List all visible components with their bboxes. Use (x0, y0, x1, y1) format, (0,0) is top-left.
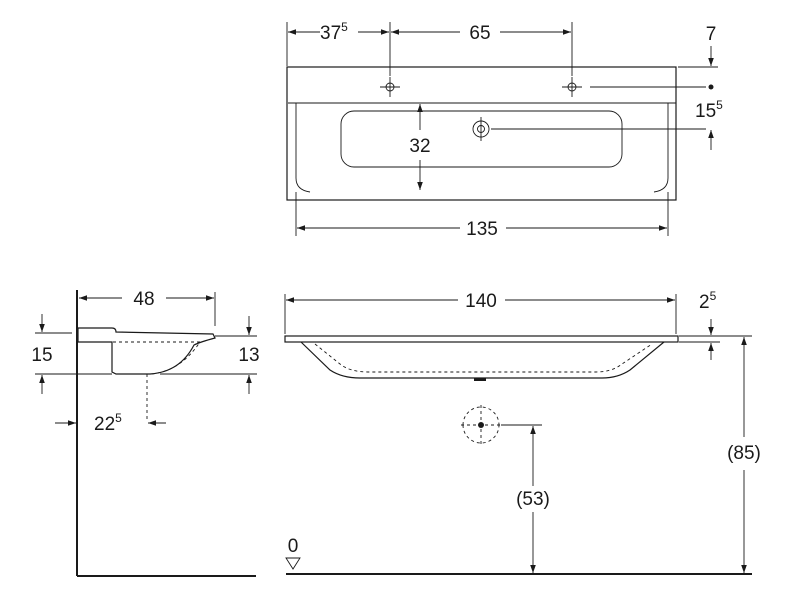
floor-level-label: 0 (288, 536, 299, 557)
dim-label-85: (85) (727, 443, 761, 464)
side-view-basin-profile (77, 327, 216, 375)
top-view-basin-bowl (340, 110, 623, 168)
front-view-bowl-inner (314, 343, 653, 373)
dim-label-140: 140 (465, 291, 497, 312)
dim-label-135: 135 (466, 219, 498, 240)
dim-label-15: 15 (31, 345, 52, 366)
dim-label-22-5: 225 (94, 411, 122, 435)
top-view-outline (286, 66, 677, 201)
dim-label-48: 48 (133, 289, 154, 310)
waste-outlet-icon (461, 405, 542, 445)
dim-label-7: 7 (706, 24, 717, 45)
top-view-inner-side-right (653, 103, 669, 193)
top-view-drain-icon (472, 117, 706, 141)
dim-label-32: 32 (409, 136, 430, 157)
dim-label-13: 13 (238, 345, 259, 366)
top-view: 375 65 7 155 32 135 (286, 20, 723, 240)
front-view: 0 140 25 (85) (53) (284, 289, 761, 575)
front-view-drain (474, 378, 486, 381)
dim-label-15-5: 155 (695, 98, 723, 122)
floor-level-marker-icon (285, 557, 301, 570)
front-view-bowl-body (300, 341, 665, 379)
front-view-top-slab (284, 335, 679, 343)
tap-hole-right-icon (562, 77, 714, 97)
dim-label-65: 65 (469, 23, 490, 44)
top-view-inner-side-left (295, 103, 311, 193)
dim-label-2-5: 25 (699, 289, 717, 313)
dim-label-53: (53) (516, 489, 550, 510)
dim-label-37-5: 375 (320, 20, 348, 44)
side-view-bowl-curve (113, 341, 201, 375)
tap-hole-left-icon (380, 77, 400, 97)
side-view: 48 15 13 225 (31, 289, 260, 577)
